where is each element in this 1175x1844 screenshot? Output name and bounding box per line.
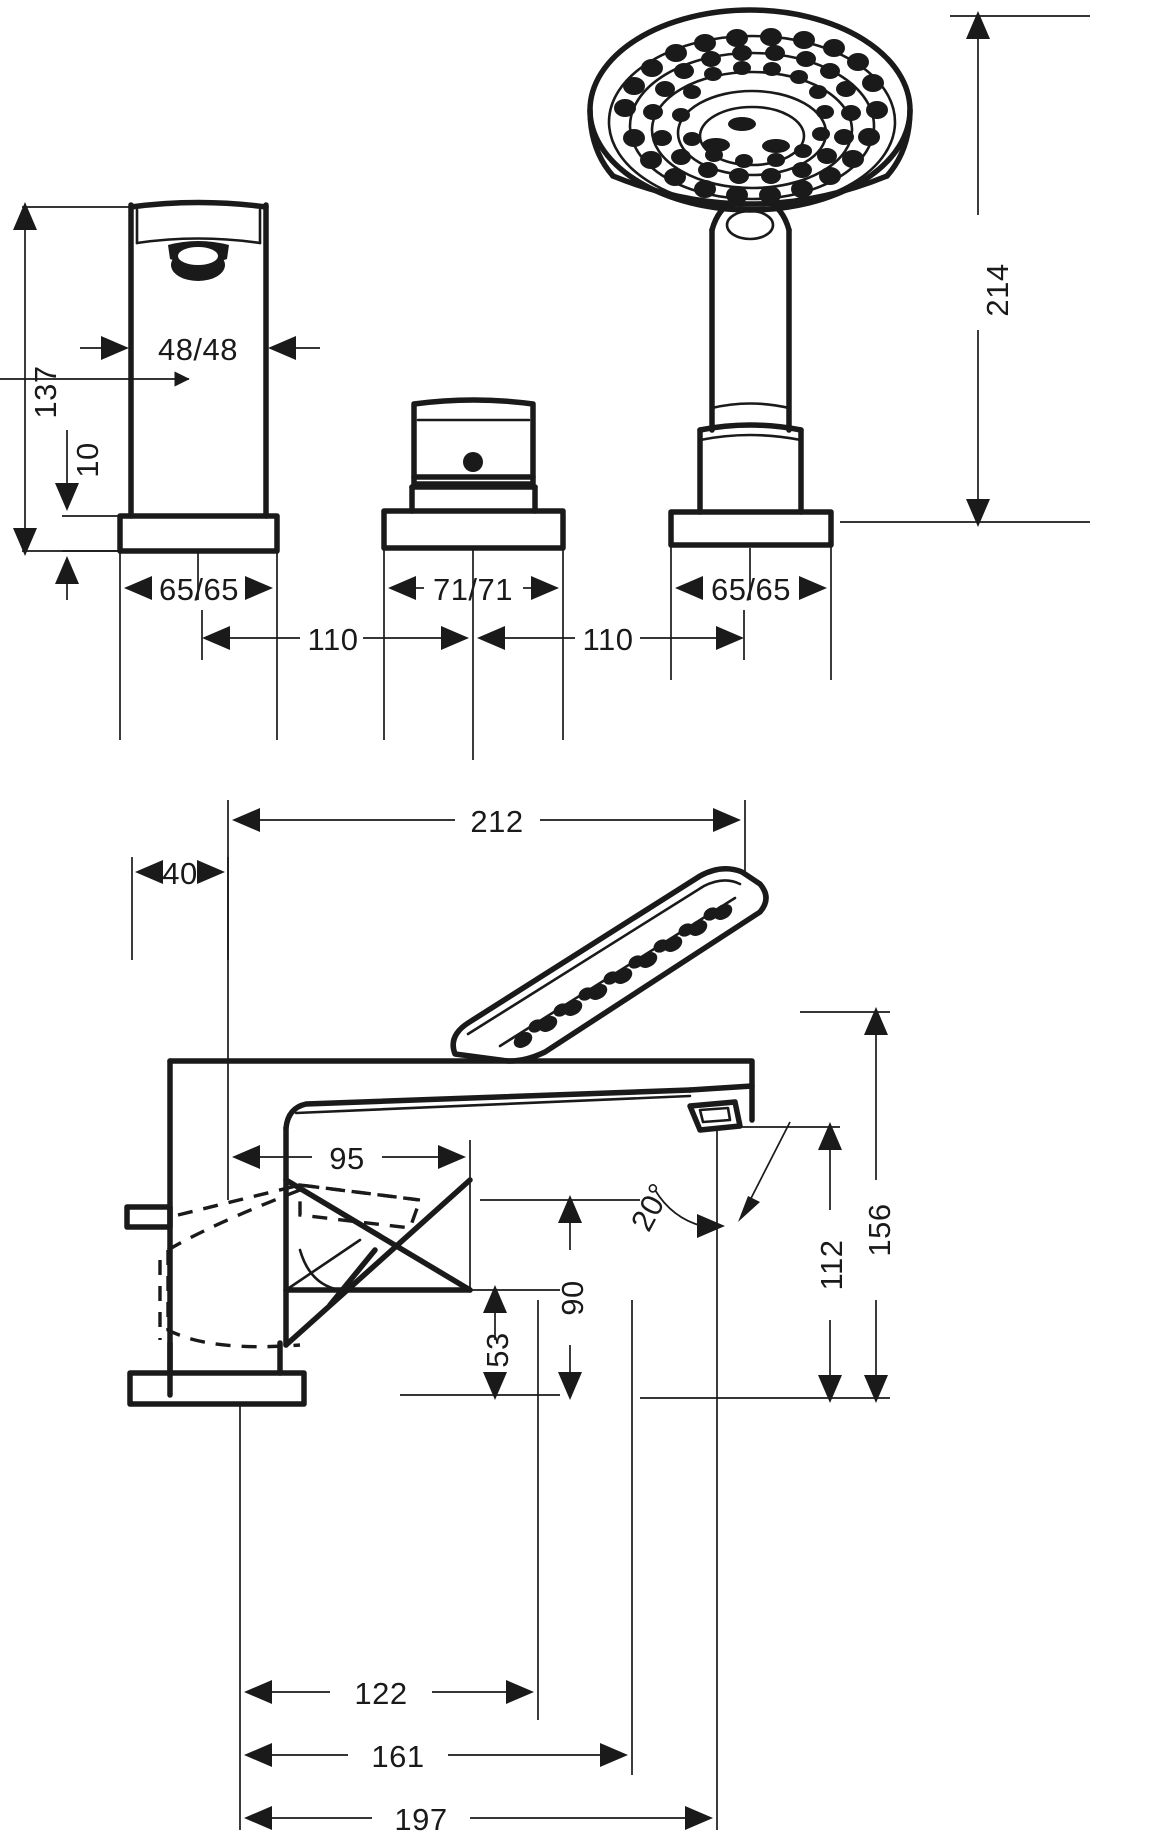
dim-156-label: 156 — [862, 1203, 897, 1256]
dim-212-label: 212 — [470, 804, 523, 839]
nozzle-ring-outer — [614, 28, 888, 204]
dim-20deg-label: 20° — [624, 1177, 678, 1236]
nozzle-ring-inner — [672, 61, 834, 168]
dim-122-label: 122 — [354, 1676, 407, 1711]
dim-65-65-left-label: 65/65 — [159, 572, 239, 607]
dim-40-label: 40 — [162, 856, 197, 891]
nozzle-ring-mid — [643, 45, 861, 184]
side-view-hand-shower — [450, 866, 769, 1064]
dim-71-71-label: 71/71 — [433, 572, 513, 607]
dim-137-label: 137 — [28, 365, 63, 418]
dim-90-label: 90 — [555, 1280, 590, 1315]
side-view-assembly — [124, 866, 769, 1407]
dim-110-left-label: 110 — [308, 622, 359, 657]
top-view-hand-shower — [587, 7, 913, 548]
dim-10-label: 10 — [70, 442, 105, 477]
dim-112-label: 112 — [814, 1240, 849, 1291]
side-view-dimension-lines — [131, 800, 890, 1830]
top-view-valve — [381, 397, 566, 551]
top-view-dimension-lines — [0, 11, 1090, 760]
dim-53-label: 53 — [480, 1332, 515, 1367]
dim-48-48-label: 48/48 — [158, 332, 238, 367]
dim-214-label: 214 — [980, 263, 1015, 316]
dim-95-label: 95 — [329, 1141, 364, 1176]
dim-110-right-label: 110 — [583, 622, 634, 657]
dim-161-label: 161 — [371, 1739, 424, 1774]
top-view-spout — [117, 199, 280, 554]
dim-65-65-right-label: 65/65 — [711, 572, 791, 607]
dim-197-label: 197 — [394, 1802, 447, 1837]
